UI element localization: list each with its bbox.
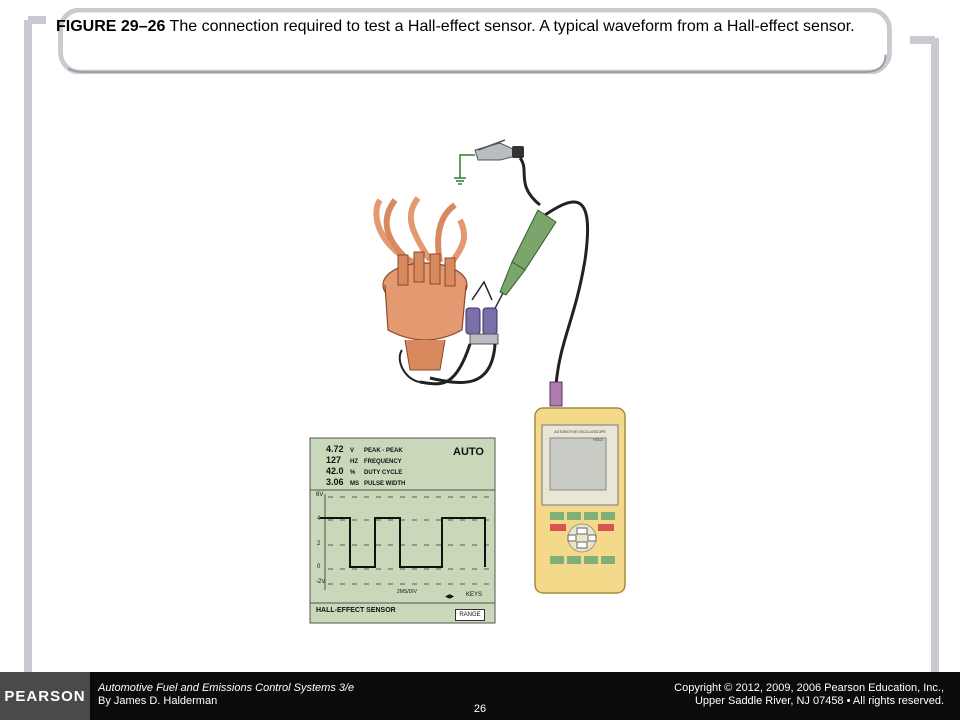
figure-caption: FIGURE 29–26 The connection required to … (56, 16, 896, 38)
page-number: 26 (473, 703, 487, 715)
hall-effect-test-illustration: AUTOMOTIVE OSCILLOSCOPE HOLD ◀▶ (309, 139, 626, 624)
sensor-label: HALL-EFFECT SENSOR (316, 607, 396, 614)
y-label-0: 0 (317, 564, 321, 570)
reading-row: 42.0%DUTY CYCLE (326, 466, 403, 476)
scope-display-panel: ◀▶ (309, 437, 496, 624)
slide-frame (24, 16, 939, 672)
figure-label: FIGURE 29–26 (56, 18, 166, 35)
copyright-line-2: Upper Saddle River, NJ 07458 • All right… (694, 695, 944, 707)
caption-box (58, 8, 892, 74)
y-label-4: 4 (317, 516, 321, 522)
test-probe (489, 209, 557, 319)
book-title: Automotive Fuel and Emissions Control Sy… (98, 682, 355, 694)
y-label-6v: 6V (316, 492, 324, 498)
svg-text:◀▶: ◀▶ (445, 594, 455, 600)
keys-label: KEYS (466, 592, 483, 598)
distributor (382, 251, 468, 383)
footer-book-info: Automotive Fuel and Emissions Control Sy… (98, 682, 354, 708)
y-label-neg2v: -2V (316, 579, 326, 585)
range-button[interactable]: RANGE (455, 609, 485, 621)
ground-clip (454, 139, 524, 185)
copyright-line-1: Copyright © 2012, 2009, 2006 Pearson Edu… (674, 682, 944, 694)
scope-grid (324, 494, 490, 590)
handheld-scope-meter: AUTOMOTIVE OSCILLOSCOPE HOLD (534, 407, 626, 594)
hall-effect-waveform (320, 517, 486, 568)
sensor-connector (419, 280, 499, 386)
timebase-label: 2MS/DIV (397, 589, 418, 595)
pearson-logo: PEARSON (0, 672, 90, 720)
book-author: By James D. Halderman (98, 695, 218, 707)
meter-header: AUTOMOTIVE OSCILLOSCOPE (554, 430, 606, 434)
meter-hold: HOLD (593, 438, 603, 442)
caption-text: The connection required to test a Hall-e… (165, 18, 855, 35)
footer-bar (0, 672, 960, 720)
y-label-2: 2 (317, 541, 321, 547)
footer-copyright: Copyright © 2012, 2009, 2006 Pearson Edu… (674, 682, 944, 708)
scope-mode: AUTO (453, 446, 484, 458)
